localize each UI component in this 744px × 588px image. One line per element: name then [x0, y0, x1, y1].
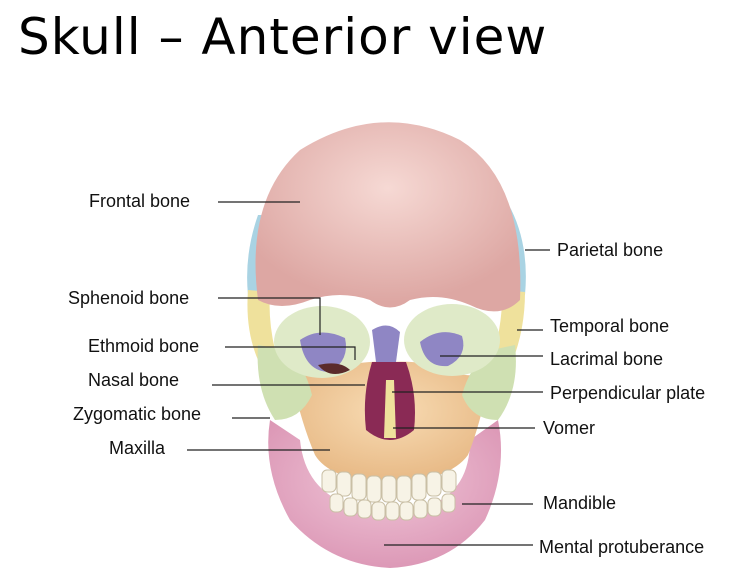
- leader-lines: [187, 201, 550, 546]
- label-mandible: Mandible: [543, 493, 617, 513]
- temporal-bone: [247, 290, 275, 360]
- label-ethmoid-bone: Ethmoid bone: [88, 336, 200, 356]
- label-mental-protuberance: Mental protuberance: [539, 537, 705, 557]
- label-frontal-bone: Frontal bone: [89, 191, 191, 211]
- frontal-bone: [255, 122, 521, 312]
- page-title: Skull – Anterior view: [18, 8, 548, 66]
- mandible: [268, 420, 502, 568]
- label-sphenoid-bone: Sphenoid bone: [68, 288, 190, 308]
- label-temporal-bone: Temporal bone: [550, 316, 670, 336]
- vomer: [384, 380, 396, 438]
- teeth: [321, 469, 457, 521]
- sphenoid-bone-right: [420, 332, 464, 367]
- nasal-bone: [372, 325, 400, 362]
- label-lacrimal-bone: Lacrimal bone: [550, 349, 664, 369]
- label-maxilla: Maxilla: [109, 438, 166, 458]
- label-vomer: Vomer: [543, 418, 596, 438]
- sphenoid-bone: [300, 332, 346, 372]
- zygomatic-bone-right: [462, 345, 516, 420]
- label-parietal-bone: Parietal bone: [557, 240, 664, 260]
- label-zygomatic-bone: Zygomatic bone: [73, 404, 202, 424]
- orbit-dark: [318, 363, 350, 374]
- label-perpendicular-plate: Perpendicular plate: [550, 383, 706, 403]
- label-nasal-bone: Nasal bone: [88, 370, 180, 390]
